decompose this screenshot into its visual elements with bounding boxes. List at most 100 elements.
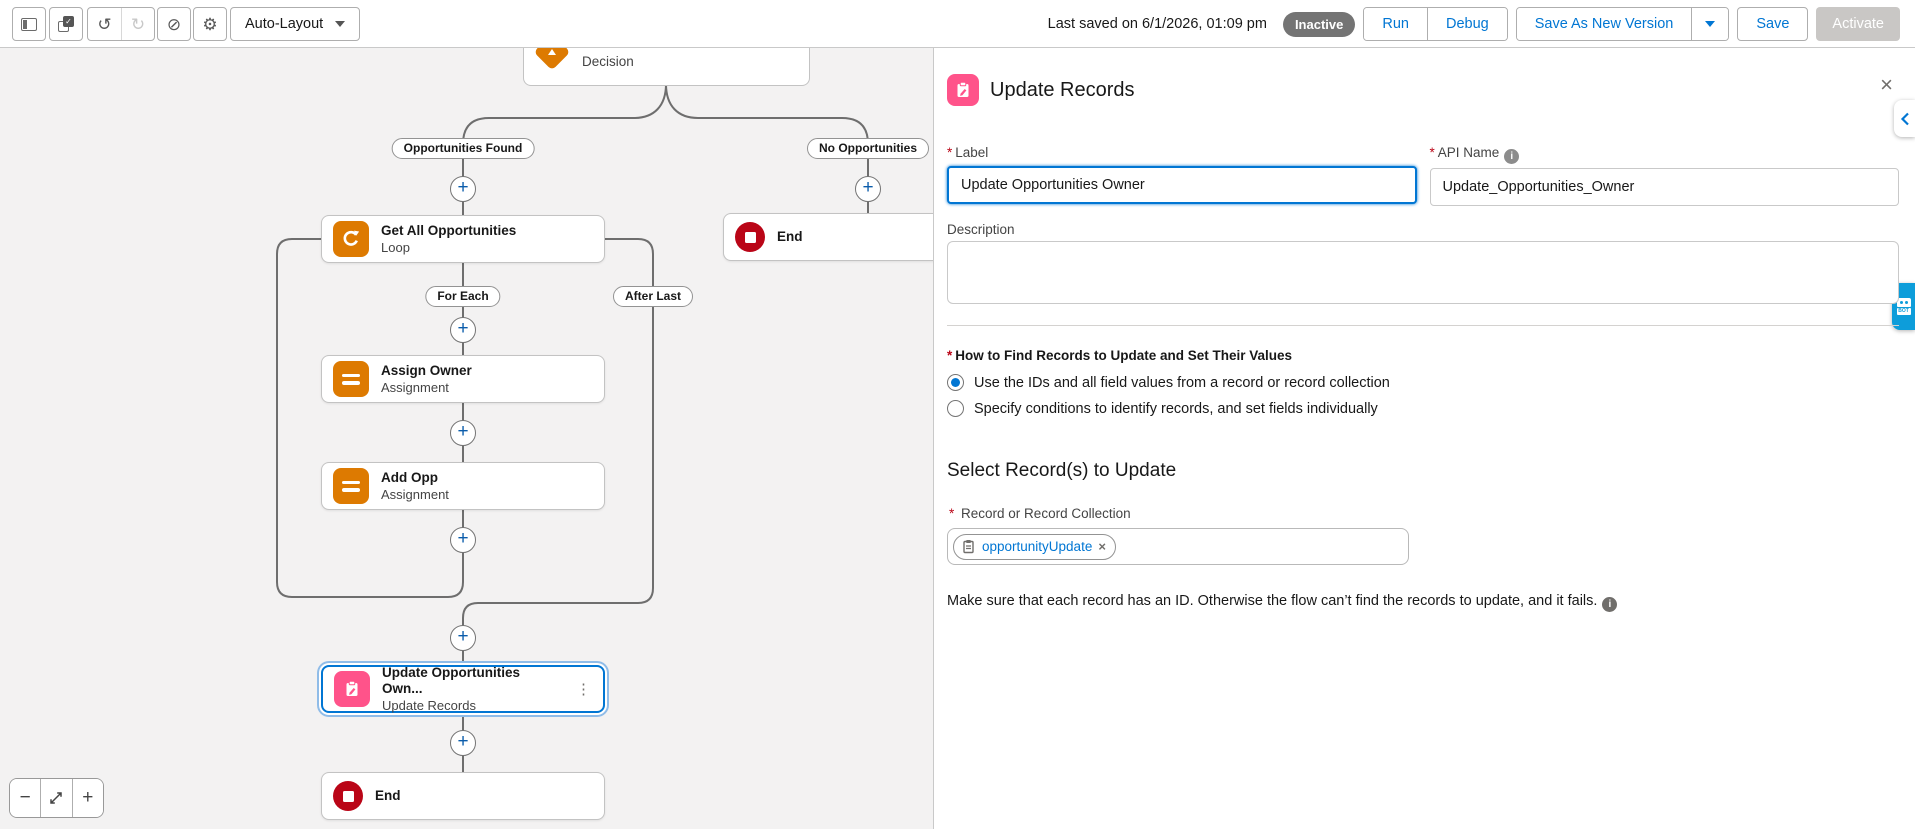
settings-button[interactable]: ⚙ xyxy=(193,7,227,41)
run-debug-group: Run Debug xyxy=(1363,7,1508,41)
record-collection-label: * Record or Record Collection xyxy=(949,506,1131,521)
save-button[interactable]: Save xyxy=(1737,7,1809,41)
toolbar: ✓ ↺ ↻ ⊘ ⚙ Auto-Layout Last saved on 6/1/… xyxy=(0,0,1915,48)
zoom-out-button[interactable]: − xyxy=(10,779,41,817)
record-collection-icon xyxy=(963,540,974,554)
chevron-left-icon xyxy=(1900,112,1909,125)
undo-button[interactable]: ↺ xyxy=(88,8,121,40)
required-asterisk: * xyxy=(949,506,955,521)
node-end-right[interactable]: End xyxy=(723,213,933,261)
remove-pill-icon[interactable]: × xyxy=(1098,539,1106,554)
save-as-new-version-button[interactable]: Save As New Version xyxy=(1516,8,1692,40)
add-element-button[interactable]: + xyxy=(450,527,476,553)
end-icon xyxy=(735,222,765,252)
undo-redo-group: ↺ ↻ xyxy=(87,7,155,41)
save-as-group: Save As New Version xyxy=(1515,7,1730,41)
label-input[interactable] xyxy=(947,166,1417,204)
node-subtitle: Assignment xyxy=(381,486,449,502)
select-elements-button[interactable]: ✓ xyxy=(49,7,83,41)
node-update-opportunities-owner[interactable]: Update Opportunities Own... Update Recor… xyxy=(321,665,605,713)
node-subtitle: Decision xyxy=(582,54,634,69)
save-as-dropdown-button[interactable] xyxy=(1691,8,1729,40)
view-errors-button[interactable]: ⊘ xyxy=(157,7,191,41)
radio-unselected-icon[interactable] xyxy=(947,400,964,417)
node-title: Assign Owner xyxy=(381,362,472,378)
required-asterisk: * xyxy=(1429,145,1435,160)
node-title: Get All Opportunities xyxy=(381,222,517,238)
node-title: Add Opp xyxy=(381,469,438,485)
branch-badge-for-each[interactable]: For Each xyxy=(425,286,501,307)
decision-icon xyxy=(533,48,571,71)
flow-canvas[interactable]: Decision Opportunities Found No Opportun… xyxy=(0,48,933,829)
add-element-button[interactable]: + xyxy=(855,176,881,202)
required-asterisk: * xyxy=(947,348,953,363)
record-collection-combobox[interactable]: opportunityUpdate × xyxy=(947,528,1409,565)
redo-button[interactable]: ↻ xyxy=(121,8,154,40)
description-label: Description xyxy=(947,222,1015,237)
node-title: End xyxy=(375,787,401,803)
selected-resource-pill[interactable]: opportunityUpdate × xyxy=(953,533,1116,560)
add-element-button[interactable]: + xyxy=(450,420,476,446)
zoom-controls: − + xyxy=(9,778,104,818)
radio-option-specify-conditions[interactable]: Specify conditions to identify records, … xyxy=(947,400,1378,417)
node-subtitle: Loop xyxy=(381,239,410,255)
assignment-icon xyxy=(333,361,369,397)
node-assign-owner[interactable]: Assign Owner Assignment xyxy=(321,355,605,403)
collapse-panel-tab[interactable] xyxy=(1894,100,1915,137)
label-field-group: *Label xyxy=(947,144,1417,206)
last-saved-text: Last saved on 6/1/2026, 01:09 pm xyxy=(1047,16,1267,32)
activate-button: Activate xyxy=(1816,7,1900,41)
node-end-bottom[interactable]: End xyxy=(321,772,605,820)
radio-selected-icon[interactable] xyxy=(947,374,964,391)
toggle-toolbox-button[interactable] xyxy=(12,7,46,41)
info-icon[interactable]: i xyxy=(1504,149,1520,164)
add-element-button[interactable]: + xyxy=(450,176,476,202)
layout-mode-label: Auto-Layout xyxy=(245,16,324,32)
end-icon xyxy=(333,781,363,811)
how-to-heading: *How to Find Records to Update and Set T… xyxy=(947,348,1293,363)
add-element-button[interactable]: + xyxy=(450,317,476,343)
layout-mode-dropdown[interactable]: Auto-Layout xyxy=(230,7,361,41)
node-title: Update Opportunities Own... xyxy=(382,664,520,696)
branch-badge-after-last[interactable]: After Last xyxy=(612,286,694,307)
radio-label: Use the IDs and all field values from a … xyxy=(974,374,1390,391)
update-records-icon xyxy=(947,74,979,106)
panel-toggle-icon xyxy=(21,17,37,31)
branch-badge-no-opportunities[interactable]: No Opportunities xyxy=(807,138,929,159)
undo-icon: ↺ xyxy=(97,14,112,34)
node-title: End xyxy=(777,228,803,244)
add-element-button[interactable]: + xyxy=(450,625,476,651)
node-add-opp[interactable]: Add Opp Assignment xyxy=(321,462,605,510)
debug-button[interactable]: Debug xyxy=(1426,8,1507,40)
pill-value: opportunityUpdate xyxy=(982,539,1093,554)
info-icon[interactable]: i xyxy=(1602,597,1618,612)
bot-icon-label: BOT xyxy=(1896,308,1911,315)
node-menu-icon[interactable]: ⋮ xyxy=(576,681,591,698)
add-element-button[interactable]: + xyxy=(450,730,476,756)
node-decision[interactable]: Decision xyxy=(523,48,810,86)
radio-option-use-ids[interactable]: Use the IDs and all field values from a … xyxy=(947,374,1390,391)
description-textarea[interactable] xyxy=(947,241,1899,304)
fit-to-view-button[interactable] xyxy=(40,779,72,817)
label-field-label: *Label xyxy=(947,145,989,160)
redo-icon: ↻ xyxy=(130,14,146,34)
run-button[interactable]: Run xyxy=(1364,8,1427,40)
status-badge: Inactive xyxy=(1282,11,1356,37)
record-id-note: Make sure that each record has an ID. Ot… xyxy=(947,593,1618,612)
bot-icon xyxy=(1896,298,1911,307)
update-records-icon xyxy=(334,671,370,707)
branch-badge-opportunities-found[interactable]: Opportunities Found xyxy=(391,138,535,159)
node-get-all-opportunities[interactable]: Get All Opportunities Loop xyxy=(321,215,605,263)
zoom-in-button[interactable]: + xyxy=(71,779,103,817)
node-subtitle: Assignment xyxy=(381,379,449,395)
select-elements-icon: ✓ xyxy=(58,16,74,32)
section-divider xyxy=(947,325,1899,326)
required-asterisk: * xyxy=(947,145,953,160)
close-icon[interactable]: × xyxy=(1880,72,1893,97)
api-name-input[interactable] xyxy=(1429,168,1899,206)
prohibit-icon: ⊘ xyxy=(166,14,182,34)
assignment-icon xyxy=(333,468,369,504)
